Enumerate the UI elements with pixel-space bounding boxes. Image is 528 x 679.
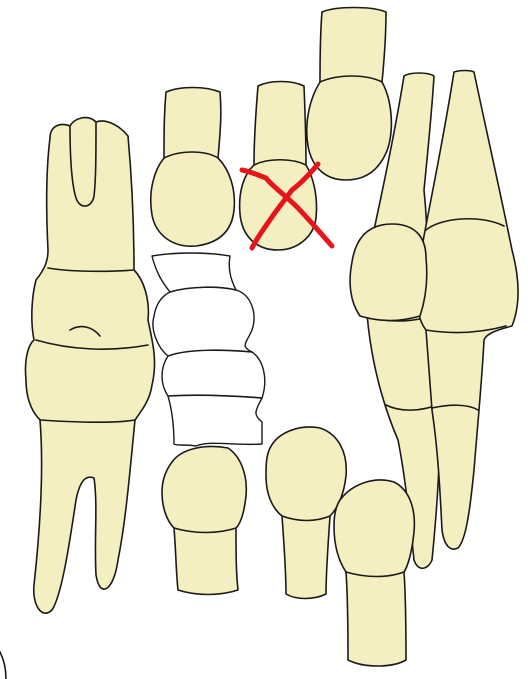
alveolar-bone-fragments [152, 253, 265, 446]
premolar-lower-center [266, 427, 346, 599]
edge-fragment [0, 652, 6, 679]
incisor-crown-left [350, 224, 427, 321]
molar-tooth-left [25, 118, 154, 614]
premolar-upper-left [151, 88, 235, 247]
premolar-marked-for-extraction [240, 82, 317, 251]
premolar-lower-left [162, 447, 246, 595]
canine-lower [334, 480, 414, 666]
canine-upper [307, 8, 392, 181]
